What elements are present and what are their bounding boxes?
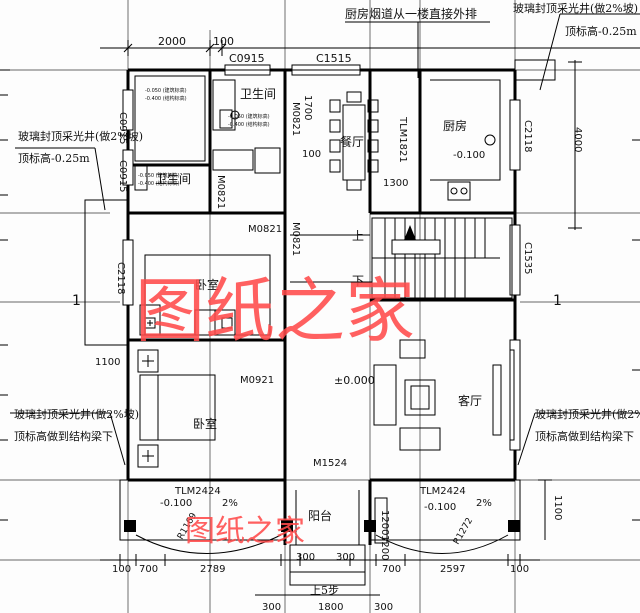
dim-100-top: 100 bbox=[213, 35, 234, 48]
windows bbox=[122, 64, 521, 451]
room-bedroom-a: 卧室 bbox=[195, 277, 219, 292]
bath-level-6: -0.400 (结构标高) bbox=[138, 180, 180, 187]
label-c1515: C1515 bbox=[316, 52, 352, 65]
note-flue: 厨房烟道从一楼直接外排 bbox=[345, 6, 477, 21]
dim-300-d: 300 bbox=[374, 602, 393, 613]
label-steps: 上5步 bbox=[310, 584, 339, 597]
level-living: ±0.000 bbox=[334, 374, 375, 387]
dim-1300: 1300 bbox=[383, 178, 408, 189]
level-right-balcony: -0.100 bbox=[424, 502, 456, 513]
level-kitchen: -0.100 bbox=[453, 150, 485, 161]
bath-level-5: -0.050 (建筑标高) bbox=[138, 172, 180, 179]
room-bedroom-b: 卧室 bbox=[193, 416, 217, 431]
dim-100-br: 100 bbox=[510, 564, 529, 575]
dim-700-bl: 700 bbox=[139, 564, 158, 575]
label-c0915-a: C0915 bbox=[117, 112, 128, 144]
label-m0821-d: M0821 bbox=[290, 222, 301, 256]
label-m1524: M1524 bbox=[313, 458, 347, 469]
stair-down: 下 bbox=[352, 274, 364, 288]
note-height-top-right: 顶标高-0.25m bbox=[565, 24, 637, 38]
room-balcony: 阳台 bbox=[308, 508, 332, 523]
room-bathroom-b: 卫生间 bbox=[155, 172, 191, 186]
slope-a: 2% bbox=[222, 498, 238, 509]
bath-level-2: -0.400 (结构标高) bbox=[145, 95, 187, 102]
stairs bbox=[290, 217, 513, 299]
dim-1100-right: 1100 bbox=[552, 495, 563, 520]
dim-300-c: 300 bbox=[262, 602, 281, 613]
label-tlm2424-b: TLM2424 bbox=[419, 486, 466, 497]
dim-100-dining: 100 bbox=[302, 149, 321, 160]
bath-level-3: -0.050 (建筑标高) bbox=[228, 113, 270, 120]
note-height-bottom-right: 顶标高做到结构梁下 bbox=[535, 429, 634, 443]
dim-1200-a: 1200 bbox=[379, 510, 390, 535]
dim-100-bl: 100 bbox=[112, 564, 131, 575]
axis-1-left: 1 bbox=[72, 293, 81, 309]
watermark-bottom: 图纸之家 bbox=[185, 514, 305, 549]
label-r1272: R1272 bbox=[452, 516, 475, 546]
dim-1100-left: 1100 bbox=[95, 357, 120, 368]
label-m0921: M0921 bbox=[240, 375, 274, 386]
dim-1200-b: 1200 bbox=[379, 535, 390, 560]
leader-lines bbox=[10, 13, 640, 540]
watermark-main: 图纸之家 bbox=[135, 270, 415, 352]
label-tlm1821: TLM1821 bbox=[397, 116, 408, 163]
label-c1535: C1535 bbox=[522, 242, 533, 274]
label-c0915-top: C0915 bbox=[229, 52, 265, 65]
room-dining: 餐厅 bbox=[340, 134, 364, 149]
furniture bbox=[134, 75, 502, 586]
dim-700-br: 700 bbox=[382, 564, 401, 575]
stair-up: 上 bbox=[352, 229, 364, 243]
bottom-dimensions bbox=[100, 554, 540, 596]
slope-b: 2% bbox=[476, 498, 492, 509]
note-skylight-bottom-right: 玻璃封顶采光井(做2%坡) bbox=[535, 407, 640, 421]
room-living: 客厅 bbox=[458, 393, 482, 408]
dim-1700: 1700 bbox=[302, 95, 313, 120]
dim-300-b: 300 bbox=[336, 552, 355, 563]
label-m0821-c: M0821 bbox=[248, 224, 282, 235]
dim-2597: 2597 bbox=[440, 564, 465, 575]
label-c0915-b: C0915 bbox=[117, 160, 128, 192]
dim-300-a: 300 bbox=[296, 552, 315, 563]
dim-4000: 4000 bbox=[572, 127, 583, 152]
label-c2118-right: C2118 bbox=[522, 120, 533, 152]
room-kitchen: 厨房 bbox=[443, 118, 467, 133]
label-tlm2424-a: TLM2424 bbox=[174, 486, 221, 497]
axis-1-right: 1 bbox=[553, 293, 562, 309]
dim-1800: 1800 bbox=[318, 602, 343, 613]
bath-level-1: -0.050 (建筑标高) bbox=[145, 87, 187, 94]
note-skylight-bottom-left: 玻璃封顶采光井(做2%坡) bbox=[14, 407, 139, 421]
label-m0821-b: M0821 bbox=[215, 175, 226, 209]
label-m0821-a: M0821 bbox=[290, 102, 301, 136]
note-skylight-top-right: 玻璃封顶采光井(做2%坡) bbox=[513, 1, 638, 15]
room-bathroom-a: 卫生间 bbox=[240, 87, 276, 101]
dim-2789: 2789 bbox=[200, 564, 225, 575]
level-left-balcony: -0.100 bbox=[160, 498, 192, 509]
note-skylight-left: 玻璃封顶采光井(做2%坡) bbox=[18, 129, 143, 143]
bath-level-4: -0.400 (结构标高) bbox=[228, 121, 270, 128]
label-c2118-left: C2118 bbox=[115, 262, 126, 294]
note-height-left: 顶标高-0.25m bbox=[18, 151, 90, 165]
top-dimensions: 2000 100 bbox=[100, 35, 640, 56]
dim-2000: 2000 bbox=[158, 35, 186, 48]
note-height-bottom-left: 顶标高做到结构梁下 bbox=[14, 429, 113, 443]
